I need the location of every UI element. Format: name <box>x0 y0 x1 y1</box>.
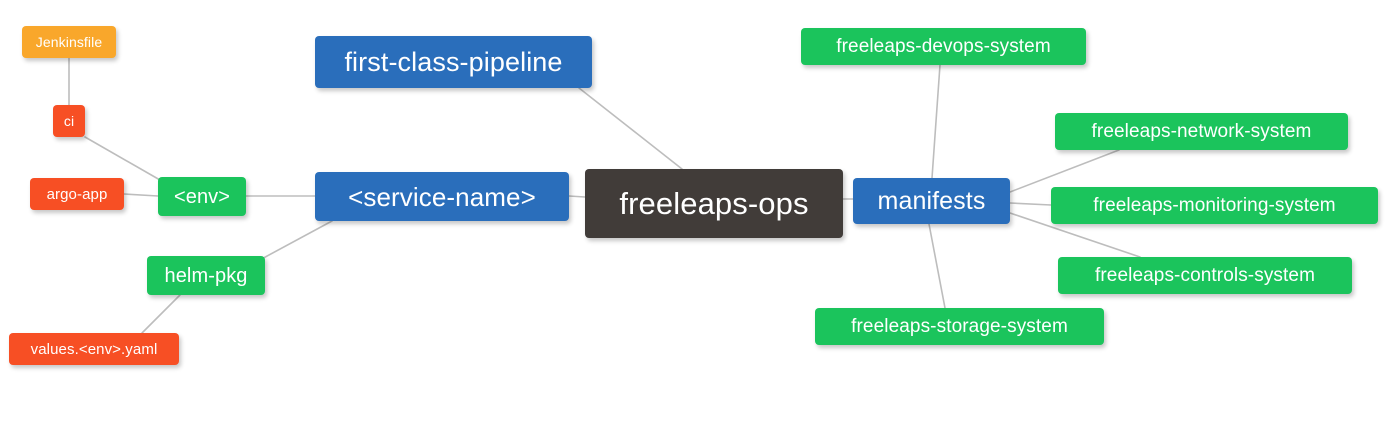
node-freeleaps-controls-system[interactable]: freeleaps-controls-system <box>1058 257 1352 294</box>
edge-argo-app-to-env <box>123 193 159 197</box>
edge-manifests-to-freeleaps-monitoring-system <box>1009 202 1052 206</box>
edge-first-class-pipeline-to-freeleaps-ops <box>578 87 683 170</box>
node-label-ci: ci <box>63 113 75 129</box>
edge-values-yaml-to-helm-pkg <box>141 294 181 334</box>
node-label-freeleaps-controls-system: freeleaps-controls-system <box>1094 265 1316 286</box>
node-service-name[interactable]: <service-name> <box>315 172 569 221</box>
edge-manifests-to-freeleaps-storage-system <box>928 223 946 309</box>
node-manifests[interactable]: manifests <box>853 178 1010 224</box>
edge-helm-pkg-to-service-name <box>255 220 333 263</box>
node-ci[interactable]: ci <box>53 105 85 137</box>
node-env[interactable]: <env> <box>158 177 246 216</box>
edge-manifests-to-freeleaps-devops-system <box>931 64 941 179</box>
node-jenkinsfile[interactable]: Jenkinsfile <box>22 26 116 58</box>
node-first-class-pipeline[interactable]: first-class-pipeline <box>315 36 592 88</box>
node-freeleaps-devops-system[interactable]: freeleaps-devops-system <box>801 28 1086 65</box>
node-argo-app[interactable]: argo-app <box>30 178 124 210</box>
edge-service-name-to-freeleaps-ops <box>568 195 586 198</box>
node-label-freeleaps-network-system: freeleaps-network-system <box>1091 121 1312 142</box>
node-freeleaps-monitoring-system[interactable]: freeleaps-monitoring-system <box>1051 187 1378 224</box>
node-helm-pkg[interactable]: helm-pkg <box>147 256 265 295</box>
node-freeleaps-network-system[interactable]: freeleaps-network-system <box>1055 113 1348 150</box>
node-label-service-name: <service-name> <box>348 181 536 212</box>
node-label-freeleaps-monitoring-system: freeleaps-monitoring-system <box>1093 195 1336 216</box>
edge-manifests-to-freeleaps-network-system <box>1009 149 1120 193</box>
node-label-jenkinsfile: Jenkinsfile <box>35 34 103 50</box>
node-label-manifests: manifests <box>877 186 986 215</box>
edge-ci-to-env <box>84 136 161 181</box>
node-values-yaml[interactable]: values.<env>.yaml <box>9 333 179 365</box>
node-label-first-class-pipeline: first-class-pipeline <box>344 46 563 77</box>
node-label-values-yaml: values.<env>.yaml <box>30 340 158 358</box>
node-freeleaps-ops[interactable]: freeleaps-ops <box>585 169 843 238</box>
node-freeleaps-storage-system[interactable]: freeleaps-storage-system <box>815 308 1104 345</box>
node-label-freeleaps-ops: freeleaps-ops <box>619 186 809 221</box>
node-label-argo-app: argo-app <box>46 185 108 203</box>
node-label-freeleaps-devops-system: freeleaps-devops-system <box>836 36 1051 57</box>
node-label-freeleaps-storage-system: freeleaps-storage-system <box>851 316 1068 337</box>
node-label-env: <env> <box>173 185 231 208</box>
node-label-helm-pkg: helm-pkg <box>164 264 248 287</box>
